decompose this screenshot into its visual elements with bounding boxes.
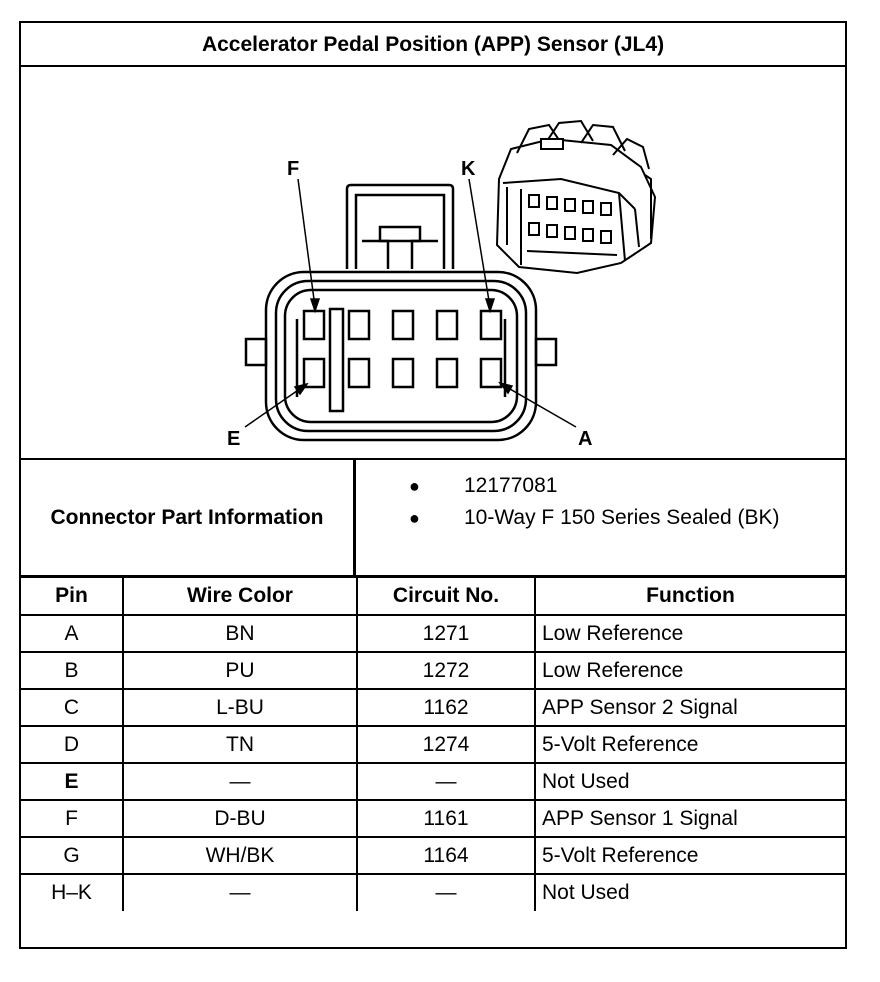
table-row: H–K — — Not Used: [21, 873, 845, 911]
circuit-cell: 1271: [356, 614, 536, 653]
header-function: Function: [534, 578, 845, 616]
connector-key: [328, 307, 345, 413]
connector-diagram: F K E A: [21, 67, 845, 460]
bullet-icon: ●: [409, 508, 420, 528]
connector-part-info-label: Connector Part Information: [21, 460, 356, 575]
connector-part-info-list: ● 12177081 ● 10-Way F 150 Series Sealed …: [356, 460, 845, 575]
function-cell: APP Sensor 2 Signal: [534, 688, 845, 727]
table-row: G WH/BK 1164 5-Volt Reference: [21, 836, 845, 875]
callout-k: K: [461, 158, 476, 180]
circuit-cell: 1274: [356, 725, 536, 764]
callout-e: E: [227, 428, 240, 450]
wire-color-cell: —: [122, 762, 358, 801]
wire-color-cell: —: [122, 873, 358, 911]
circuit-cell: 1161: [356, 799, 536, 838]
header-pin: Pin: [21, 578, 124, 616]
table-row: E — — Not Used: [21, 762, 845, 801]
page-title: Accelerator Pedal Position (APP) Sensor …: [21, 23, 845, 67]
function-cell: Not Used: [534, 873, 845, 911]
connector-shell-outer: [264, 270, 538, 442]
connector-ear-right: [534, 337, 558, 367]
function-cell: Not Used: [534, 762, 845, 801]
cavity-e: [302, 357, 326, 389]
circuit-cell: —: [356, 762, 536, 801]
wire-color-cell: L-BU: [122, 688, 358, 727]
pin-cell: B: [21, 651, 124, 690]
function-cell: 5-Volt Reference: [534, 725, 845, 764]
connector-sheet: Accelerator Pedal Position (APP) Sensor …: [19, 21, 847, 949]
wire-color-cell: TN: [122, 725, 358, 764]
function-cell: 5-Volt Reference: [534, 836, 845, 875]
cavity-g: [347, 309, 371, 341]
table-row: B PU 1272 Low Reference: [21, 651, 845, 690]
cavity-a: [479, 357, 503, 389]
connector-ear-left: [244, 337, 268, 367]
table-row: F D-BU 1161 APP Sensor 1 Signal: [21, 799, 845, 838]
cavity-h: [391, 309, 415, 341]
table-row: A BN 1271 Low Reference: [21, 614, 845, 653]
circuit-cell: 1272: [356, 651, 536, 690]
header-circuit-no: Circuit No.: [356, 578, 536, 616]
pin-cell: H–K: [21, 873, 124, 911]
connector-part-info: Connector Part Information ● 12177081 ● …: [21, 460, 845, 578]
cavity-j: [435, 309, 459, 341]
wire-color-cell: WH/BK: [122, 836, 358, 875]
bullet-icon: ●: [409, 476, 420, 496]
pin-cell: E: [21, 762, 124, 801]
header-wire-color: Wire Color: [122, 578, 358, 616]
function-cell: Low Reference: [534, 614, 845, 653]
pinout-table: Pin Wire Color Circuit No. Function A BN…: [21, 578, 845, 911]
table-row: D TN 1274 5-Volt Reference: [21, 725, 845, 764]
table-row: C L-BU 1162 APP Sensor 2 Signal: [21, 688, 845, 727]
callout-f: F: [287, 158, 299, 180]
cavity-d: [347, 357, 371, 389]
circuit-cell: 1162: [356, 688, 536, 727]
pin-cell: C: [21, 688, 124, 727]
wire-color-cell: PU: [122, 651, 358, 690]
cavity-c: [391, 357, 415, 389]
connector-3d-view: [495, 119, 657, 275]
circuit-cell: —: [356, 873, 536, 911]
cavity-b: [435, 357, 459, 389]
cavity-f: [302, 309, 326, 341]
pin-cell: F: [21, 799, 124, 838]
part-number: 12177081: [464, 474, 558, 497]
connector-latch: [345, 183, 455, 269]
table-header-row: Pin Wire Color Circuit No. Function: [21, 578, 845, 616]
connector-face-drawing: F K E A: [227, 119, 657, 450]
callout-a: A: [578, 428, 592, 450]
circuit-cell: 1164: [356, 836, 536, 875]
pin-cell: G: [21, 836, 124, 875]
function-cell: APP Sensor 1 Signal: [534, 799, 845, 838]
cavity-k: [479, 309, 503, 341]
pin-cell: D: [21, 725, 124, 764]
connector-description: 10-Way F 150 Series Sealed (BK): [464, 506, 780, 529]
function-cell: Low Reference: [534, 651, 845, 690]
wire-color-cell: D-BU: [122, 799, 358, 838]
pin-cell: A: [21, 614, 124, 653]
wire-color-cell: BN: [122, 614, 358, 653]
